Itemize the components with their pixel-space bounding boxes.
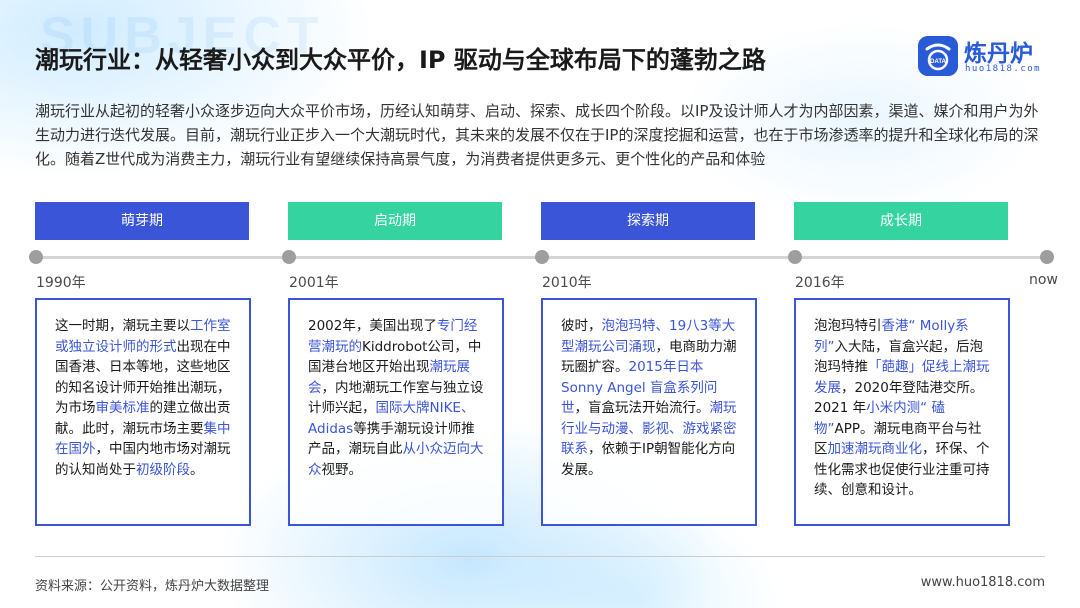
logo-mark-icon: DATA — [918, 36, 958, 76]
watermark-text: SUBJECT — [40, 7, 325, 65]
highlight-text: 国际大牌 — [375, 400, 430, 416]
body-text: APP。潮玩电商平台与社区 — [814, 420, 982, 458]
body-text: ，中国内地市场对潮玩的认知尚处于 — [55, 441, 231, 478]
highlight-text: 集中在国外 — [55, 420, 231, 458]
body-text: 。 — [190, 461, 204, 478]
highlight-text: 潮玩行业与动漫、影视、游戏紧密联系 — [561, 400, 737, 457]
phase-description-0: 这一时期，潮玩主要以工作室或独立设计师的形式出现在中国香港、日本等地，这些地区的… — [35, 298, 251, 526]
highlight-text: 审美标准 — [95, 400, 150, 416]
year-label-now: now — [1029, 272, 1058, 288]
body-text: ，盲盒玩法开始流行。 — [574, 400, 710, 416]
year-label-2001: 2001年 — [289, 275, 339, 291]
phase-label-3: 成长期 — [794, 202, 1008, 240]
highlight-text: 从小众迈向大众 — [308, 441, 484, 478]
timeline-dot-2 — [535, 250, 549, 264]
body-text: 公司，中国港台地区开始出现 — [308, 338, 482, 376]
page-title: 潮玩行业：从轻奢小众到大众平价，IP 驱动与全球布局下的蓬勃之路 — [35, 46, 766, 74]
body-text: Kiddrobot — [362, 338, 428, 355]
website-url: www.huo1818.com — [920, 575, 1045, 590]
body-text: 彼时， — [561, 318, 602, 334]
highlight-text: 2015年日本Sonny Angel 盲盒系列问世 — [561, 359, 718, 416]
body-text: 视野。 — [321, 461, 363, 478]
highlight-text: NIKE、Adidas — [308, 400, 475, 437]
timeline-dot-0 — [29, 250, 43, 264]
highlight-text: 加速潮玩商业化 — [827, 441, 923, 457]
highlight-text: 初级阶段 — [136, 461, 190, 478]
highlight-text: 潮玩展会 — [308, 359, 470, 396]
body-text: 的建立做出贡献。此时，潮玩市场主要 — [55, 400, 231, 437]
body-text: ，电商助力潮玩圈扩容。 — [561, 338, 737, 376]
phase-label-1: 启动期 — [288, 202, 502, 240]
body-text: 出现在中国香港、日本等地，这些地区的知名设计师开始推出潮玩，为市场 — [55, 338, 231, 417]
body-text: ，2020年登陆港交所。2021 年 — [814, 379, 984, 417]
logo-mark-text: DATA — [930, 59, 946, 65]
phase-label-0: 萌芽期 — [35, 202, 249, 240]
source-note: 资料来源：公开资料，炼丹炉大数据整理 — [35, 579, 270, 594]
logo-url: huo1818.com — [965, 64, 1042, 74]
body-text: 入大陆，盲盒兴起，后泡泡玛特推 — [814, 338, 983, 376]
body-text: 等携手潮玩设计师推产品，潮玩自此 — [308, 420, 475, 458]
highlight-text: 泡泡玛特、19八3等大型潮玩公司涌现 — [561, 318, 736, 355]
phase-description-3: 泡泡玛特引香港“ Molly系列”入大陆，盲盒兴起，后泡泡玛特推「葩趣」促线上潮… — [794, 298, 1010, 526]
timeline-dot-4 — [1040, 250, 1054, 264]
body-text: ，内地潮玩工作室与独立设计师兴起， — [308, 379, 484, 417]
phase-description-2: 彼时，泡泡玛特、19八3等大型潮玩公司涌现，电商助力潮玩圈扩容。2015年日本S… — [541, 298, 757, 526]
highlight-text: 专门经营潮玩的 — [308, 318, 478, 355]
phase-description-1: 2002年，美国出现了专门经营潮玩的Kiddrobot公司，中国港台地区开始出现… — [288, 298, 504, 526]
body-text: ，依赖于IP朝智能化方向发展。 — [561, 441, 736, 478]
footer-divider — [35, 556, 1045, 557]
highlight-text: 小米内测“ 磕物” — [814, 400, 945, 437]
body-text: 这一时期，潮玩主要以 — [55, 318, 190, 334]
timeline-dot-3 — [788, 250, 802, 264]
intro-paragraph: 潮玩行业从起初的轻奢小众逐步迈向大众平价市场，历经认知萌芽、启动、探索、成长四个… — [35, 102, 1039, 168]
year-label-2016: 2016年 — [795, 275, 845, 291]
year-label-2010: 2010年 — [542, 275, 592, 291]
timeline-dot-1 — [282, 250, 296, 264]
highlight-text: 香港“ Molly系列” — [814, 318, 969, 355]
body-text: 2002年，美国出现了 — [308, 318, 437, 334]
year-label-1990: 1990年 — [36, 275, 86, 291]
highlight-text: 工作室或独立设计师的形式 — [55, 318, 231, 355]
body-text: ，环保、个性化需求也促使行业注重可持续、创意和设计。 — [814, 441, 990, 498]
body-text: 泡泡玛特引 — [814, 318, 882, 334]
logo-name: 炼丹炉 — [964, 41, 1033, 67]
phase-label-2: 探索期 — [541, 202, 755, 240]
highlight-text: 「葩趣」促线上潮玩发展 — [814, 359, 990, 396]
